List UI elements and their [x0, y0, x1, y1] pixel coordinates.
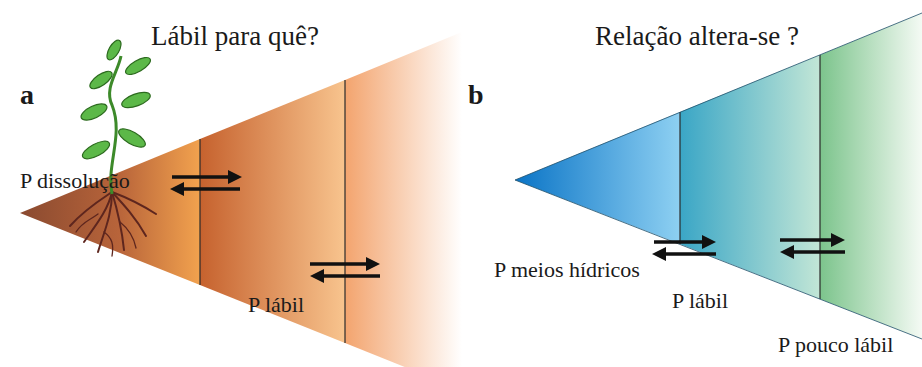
wedge-zone: [20, 139, 200, 285]
pool-label: P lábil: [672, 288, 728, 314]
wedge-zone: [200, 80, 345, 343]
panel-title: Relação altera-se ?: [595, 20, 799, 52]
pool-label: P meios hídricos: [494, 257, 640, 283]
wedge-zone: [820, 13, 922, 339]
pool-label: P dissolução: [20, 168, 130, 194]
zone-divider: [199, 139, 200, 285]
panel-title: Lábil para quê?: [151, 20, 319, 52]
wedge-zone: [345, 32, 462, 367]
plant-roots: [70, 192, 156, 256]
equilibrium-arrows: [170, 170, 845, 283]
pool-label: P lábil: [248, 292, 304, 318]
panel-letter: b: [468, 78, 484, 112]
wedge-zone: [515, 112, 680, 244]
wedge-zone: [680, 55, 820, 299]
zone-divider: [679, 112, 680, 244]
wedge-edge: [515, 13, 922, 180]
panel-letter: a: [20, 78, 34, 112]
zone-divider: [819, 55, 820, 299]
pool-label: P pouco lábil: [778, 332, 893, 358]
zone-divider: [344, 80, 345, 343]
plant-leaves: [79, 38, 153, 162]
